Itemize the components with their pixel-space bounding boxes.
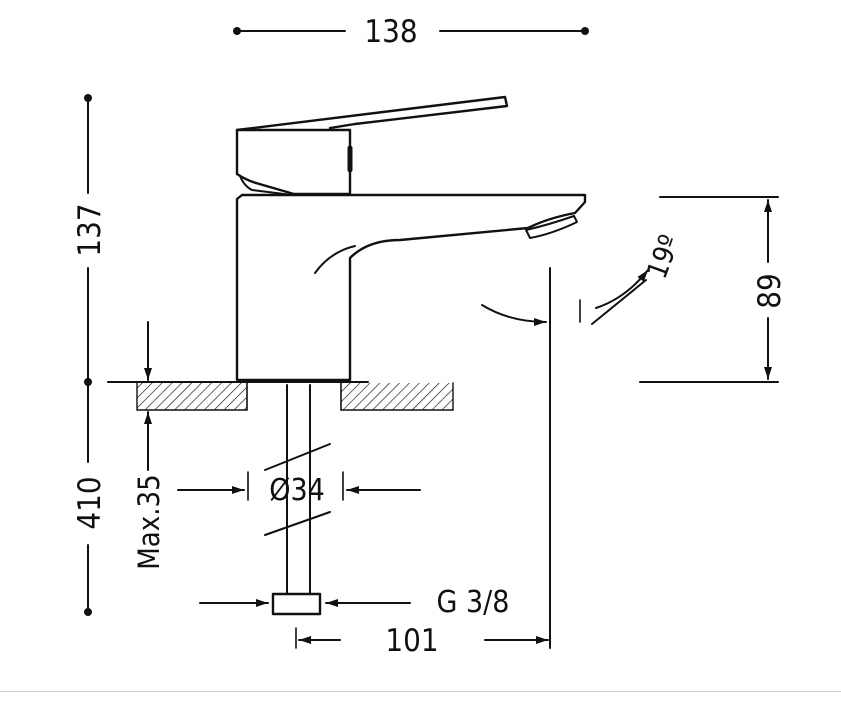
supply-hose	[264, 384, 331, 616]
height-dimension-line	[84, 94, 92, 616]
hole-diameter-dimension	[177, 471, 421, 501]
bottom-divider	[0, 691, 841, 692]
width-label: 138	[364, 14, 417, 50]
reach-dimension	[295, 627, 549, 649]
angle-dimension	[481, 269, 649, 326]
width-dimension	[233, 27, 589, 35]
countertop	[107, 381, 454, 411]
spout-angle-label: 19º	[640, 230, 686, 283]
faucet-body	[235, 193, 587, 382]
reach-label: 101	[385, 623, 438, 659]
height-label: 137	[72, 203, 108, 256]
lever-handle	[235, 95, 509, 196]
thread-label: G 3/8	[437, 585, 510, 620]
below-counter-label: 410	[72, 476, 108, 529]
max-thickness-label: Max.35	[132, 474, 166, 569]
hole-diameter-label: Ø34	[269, 473, 325, 508]
spout-height-dimension	[639, 196, 779, 383]
spout-height-label: 89	[752, 273, 788, 308]
